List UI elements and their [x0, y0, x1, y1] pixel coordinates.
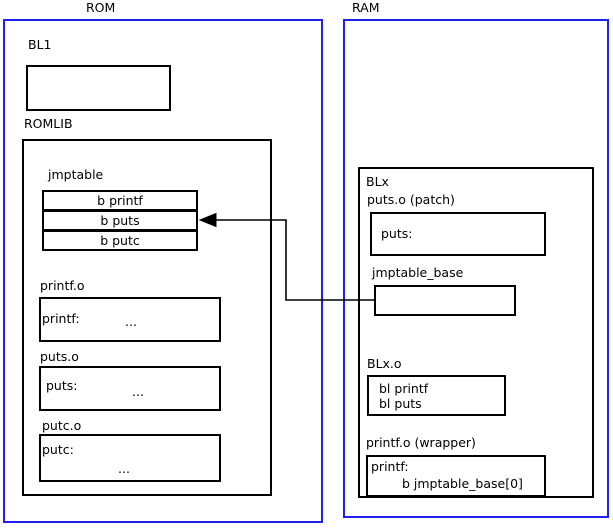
blx-o-box: [367, 375, 506, 416]
jmptable-base-label: jmptable_base: [372, 265, 464, 280]
bl1-label: BL1: [28, 37, 52, 52]
printf-o-box: [39, 297, 221, 342]
putc-o-body: ...: [118, 461, 130, 476]
blx-label: BLx: [366, 174, 389, 189]
printf-o-body: ...: [125, 314, 137, 329]
printf-o-symbol: printf:: [42, 311, 80, 326]
jmptable-row-b-putc: b putc: [42, 230, 198, 251]
ram-region-title: RAM: [352, 0, 380, 15]
putc-o-label: putc.o: [42, 418, 82, 433]
puts-o-symbol: puts:: [46, 378, 78, 393]
puts-o-patch-label: puts.o (patch): [367, 192, 455, 207]
jmptable-row-b-puts: b puts: [42, 210, 198, 231]
puts-o-patch-symbol: puts:: [381, 226, 413, 241]
printf-wrapper-symbol: printf:: [371, 459, 409, 474]
puts-o-body: ...: [132, 384, 144, 399]
printf-wrapper-branch: b jmptable_base[0]: [402, 476, 523, 491]
romlib-label: ROMLIB: [24, 116, 73, 131]
blx-o-label: BLx.o: [367, 356, 402, 371]
bl1-box: [26, 65, 171, 111]
printf-o-wrapper-box: [366, 455, 546, 497]
rom-region-title: ROM: [86, 0, 116, 15]
jmptable-row-b-printf: b printf: [42, 190, 198, 211]
putc-o-symbol: putc:: [42, 442, 74, 457]
printf-o-label: printf.o: [40, 278, 85, 293]
puts-o-label: puts.o: [40, 349, 79, 364]
puts-o-box: [39, 366, 221, 411]
putc-o-box: [39, 434, 221, 482]
blx-o-line-bl-printf: bl printf: [379, 381, 429, 396]
jmptable-label: jmptable: [48, 167, 104, 182]
printf-o-wrapper-label: printf.o (wrapper): [366, 435, 476, 450]
puts-o-patch-box: [370, 212, 546, 256]
blx-o-line-bl-puts: bl puts: [379, 396, 422, 411]
jmptable-base-box: [374, 285, 516, 316]
